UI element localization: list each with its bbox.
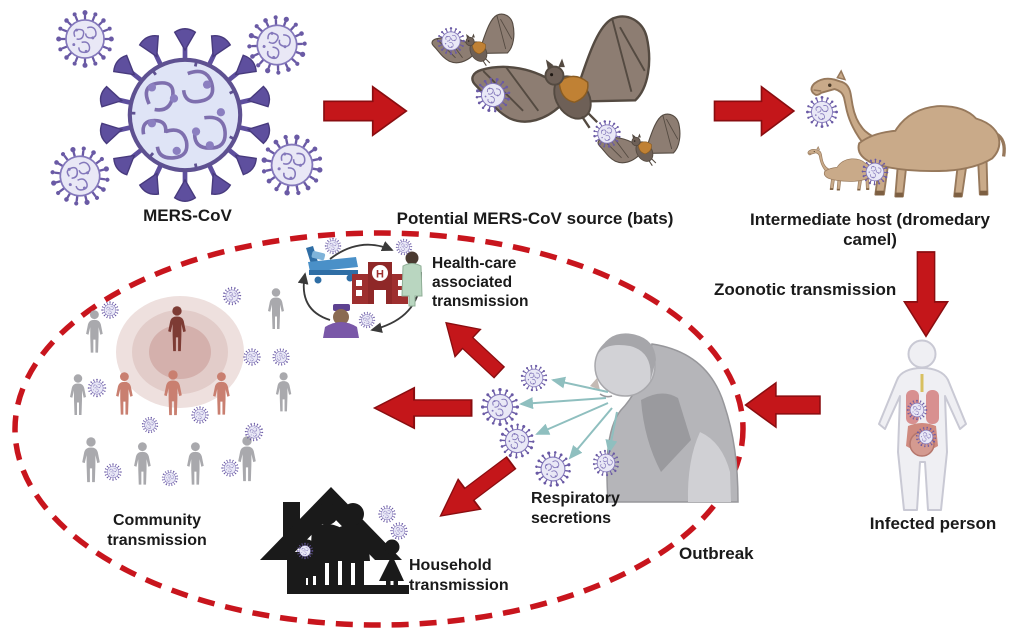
- spray-arrow-icon: [519, 376, 618, 460]
- outbreak-ellipse-boundary: [12, 230, 746, 628]
- healthcare-transmission-label: Health-care associated transmission: [432, 255, 529, 311]
- nurse-icon: [323, 304, 359, 338]
- camel-icon: [805, 69, 1006, 200]
- hospital-icon: H: [352, 262, 408, 304]
- hospital-h-letter: H: [376, 269, 384, 281]
- bat-icon: [431, 13, 681, 167]
- zoonotic-transmission-label: Zoonotic transmission: [714, 280, 897, 299]
- hospital-bed-icon: [306, 246, 358, 284]
- arrow-to-community: [373, 386, 473, 430]
- intermediate-host-label: Intermediate host (dromedary camel): [750, 210, 990, 249]
- respiratory-secretions-label: Respiratory secretions: [531, 490, 620, 528]
- household-transmission-label: Household transmission: [409, 557, 509, 595]
- infected-person-icon: [878, 339, 967, 511]
- mers-cov-virion-icon: [42, 5, 329, 214]
- arrow-bats-to-camel: [713, 85, 795, 137]
- doctor-icon: [401, 251, 423, 307]
- healthcare-cycle: H: [297, 236, 423, 338]
- mers-cov-label: MERS-CoV: [143, 206, 232, 225]
- community-cluster: [70, 283, 294, 490]
- outbreak-label: Outbreak: [679, 544, 754, 563]
- community-transmission-label: Community transmission: [107, 512, 207, 550]
- arrow-zoonotic-down: [903, 251, 949, 338]
- infected-person-label: Infected person: [869, 514, 997, 533]
- coughing-person-icon: [590, 333, 739, 503]
- arrow-into-outbreak: [744, 382, 821, 428]
- arrow-to-household: [428, 447, 523, 532]
- arrow-to-healthcare: [432, 308, 513, 387]
- bats-source-label: Potential MERS-CoV source (bats): [396, 209, 674, 228]
- house-family-icon: [260, 487, 411, 594]
- arrow-mers-to-bats: [323, 85, 408, 137]
